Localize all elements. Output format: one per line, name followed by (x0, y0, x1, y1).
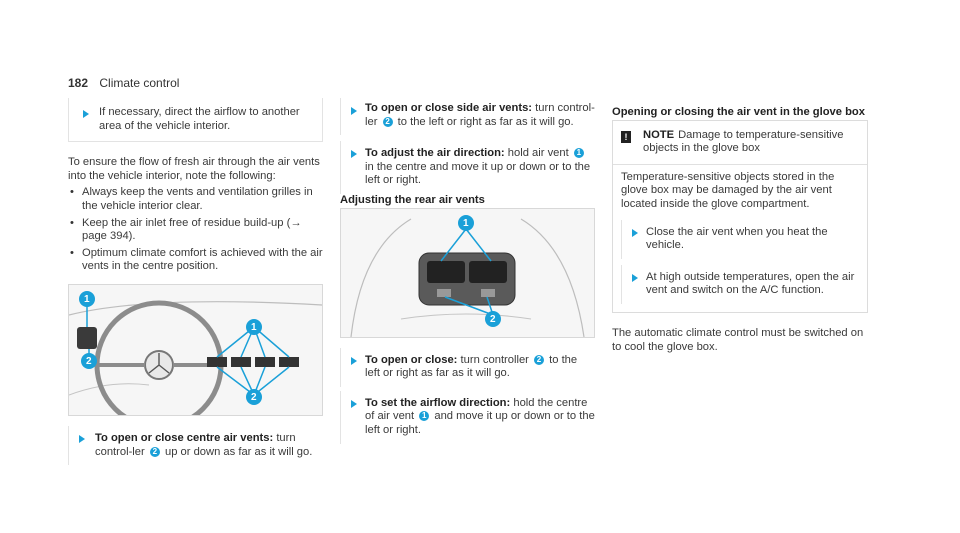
step-open-close: To open or close: turn controller 2 to t… (340, 347, 595, 387)
section-title: Climate control (99, 76, 180, 90)
step-bold: To set the airflow direction: (365, 396, 511, 409)
column-3: Opening or closing the air vent in the g… (612, 98, 868, 354)
note-step: At high outside temperatures, open the a… (621, 264, 859, 304)
callout-1-icon (458, 214, 474, 231)
rear-vents-icon (350, 214, 585, 337)
step-arrow-icon (632, 228, 638, 237)
note-body: Temperature-sensitive objects stored in … (613, 163, 867, 304)
step-text: turn control-ler (95, 431, 296, 458)
dashboard-illustration: 1 2 1 2 (68, 283, 323, 430)
callout-label: 1 (84, 293, 90, 305)
step-bold: To open or close: (365, 353, 458, 366)
step-arrow-icon (351, 399, 357, 408)
step-arrow-icon (351, 356, 357, 365)
page-header: 182 Climate control (68, 76, 179, 90)
callout-label: 1 (463, 217, 469, 229)
note-head-text: Damage to temperature-sensitive objects … (643, 128, 844, 155)
step-text: turn control-ler (365, 102, 595, 128)
section-heading: Opening or closing the air vent in the g… (612, 106, 865, 118)
callout-label: 1 (251, 321, 257, 333)
callout-1-icon: 1 (419, 411, 430, 422)
subheading: Adjusting the rear air vents (340, 193, 485, 206)
step-text: to the left or right as far as it will g… (394, 115, 574, 128)
callout-label: 2 (251, 391, 257, 403)
intro-text: To ensure the flow of fresh air through … (68, 156, 320, 182)
step-bold: To open or close side air vents: (365, 102, 533, 114)
dashboard-vents-icon (68, 290, 323, 430)
rear-vents-illustration: 1 2 (340, 207, 595, 338)
callout-2-icon (81, 352, 97, 369)
callout-2-icon (485, 310, 501, 327)
page-number: 182 (68, 76, 89, 90)
callout-2-icon (246, 388, 262, 405)
step-bold: To adjust the air direction: (365, 147, 505, 160)
note-body-text: Temperature-sensitive objects stored in … (621, 170, 835, 210)
callout-2-icon: 2 (534, 354, 545, 365)
step-text: At high outside temperatures, open the a… (646, 270, 855, 297)
callout-label: 2 (490, 313, 496, 325)
list-item: Optimum climate comfort is achieved with… (68, 247, 323, 274)
step-text: to the left or right as far as it will g… (365, 353, 578, 380)
list-item: Always keep the vents and ventilation gr… (68, 186, 323, 213)
step-text: and move it up or down or to the left or… (365, 410, 595, 436)
callout-1-icon (79, 290, 95, 307)
callout-1-icon (246, 318, 262, 335)
footer-text: The automatic climate control must be sw… (612, 326, 864, 353)
step-side-vents: To open or close side air vents: turn co… (340, 98, 595, 136)
step-text: up or down as far as it will go. (161, 445, 313, 458)
note-label: NOTE (643, 128, 675, 141)
step-text: turn controller (457, 353, 533, 366)
step-text: hold the centre of air vent (365, 396, 588, 423)
step-text: hold air vent (504, 147, 572, 160)
step-airflow-direction: To set the airflow direction: hold the c… (340, 390, 595, 444)
step-centre-vents: To open or close centre air vents: turn … (68, 425, 323, 466)
step-bold: To open or close centre air vents: (95, 431, 274, 444)
step-redirect-airflow: If necessary, direct the airflow to anot… (68, 98, 323, 143)
column-1: If necessary, direct the airflow to anot… (68, 98, 323, 466)
note-step: Close the air vent when you heat the veh… (621, 219, 859, 259)
step-air-direction: To adjust the air direction: hold air ve… (340, 141, 595, 194)
step-arrow-icon (79, 434, 85, 443)
step-text: If necessary, direct the airflow to anot… (99, 106, 300, 132)
callout-2-icon: 2 (149, 446, 160, 457)
step-arrow-icon (632, 273, 638, 282)
callout-label: 2 (86, 355, 92, 367)
step-arrow-icon (351, 150, 357, 159)
step-text: Close the air vent when you heat the veh… (646, 225, 828, 252)
callout-1-icon: 1 (573, 148, 584, 159)
callout-2-icon: 2 (382, 116, 393, 127)
list-item: Keep the air inlet free of residue build… (68, 217, 323, 244)
step-arrow-icon (351, 107, 357, 115)
warning-icon: ! (621, 130, 631, 143)
step-arrow-icon (83, 110, 89, 118)
column-2: To open or close side air vents: turn co… (340, 98, 595, 444)
step-text: in the centre and move it up or down or … (365, 160, 591, 187)
